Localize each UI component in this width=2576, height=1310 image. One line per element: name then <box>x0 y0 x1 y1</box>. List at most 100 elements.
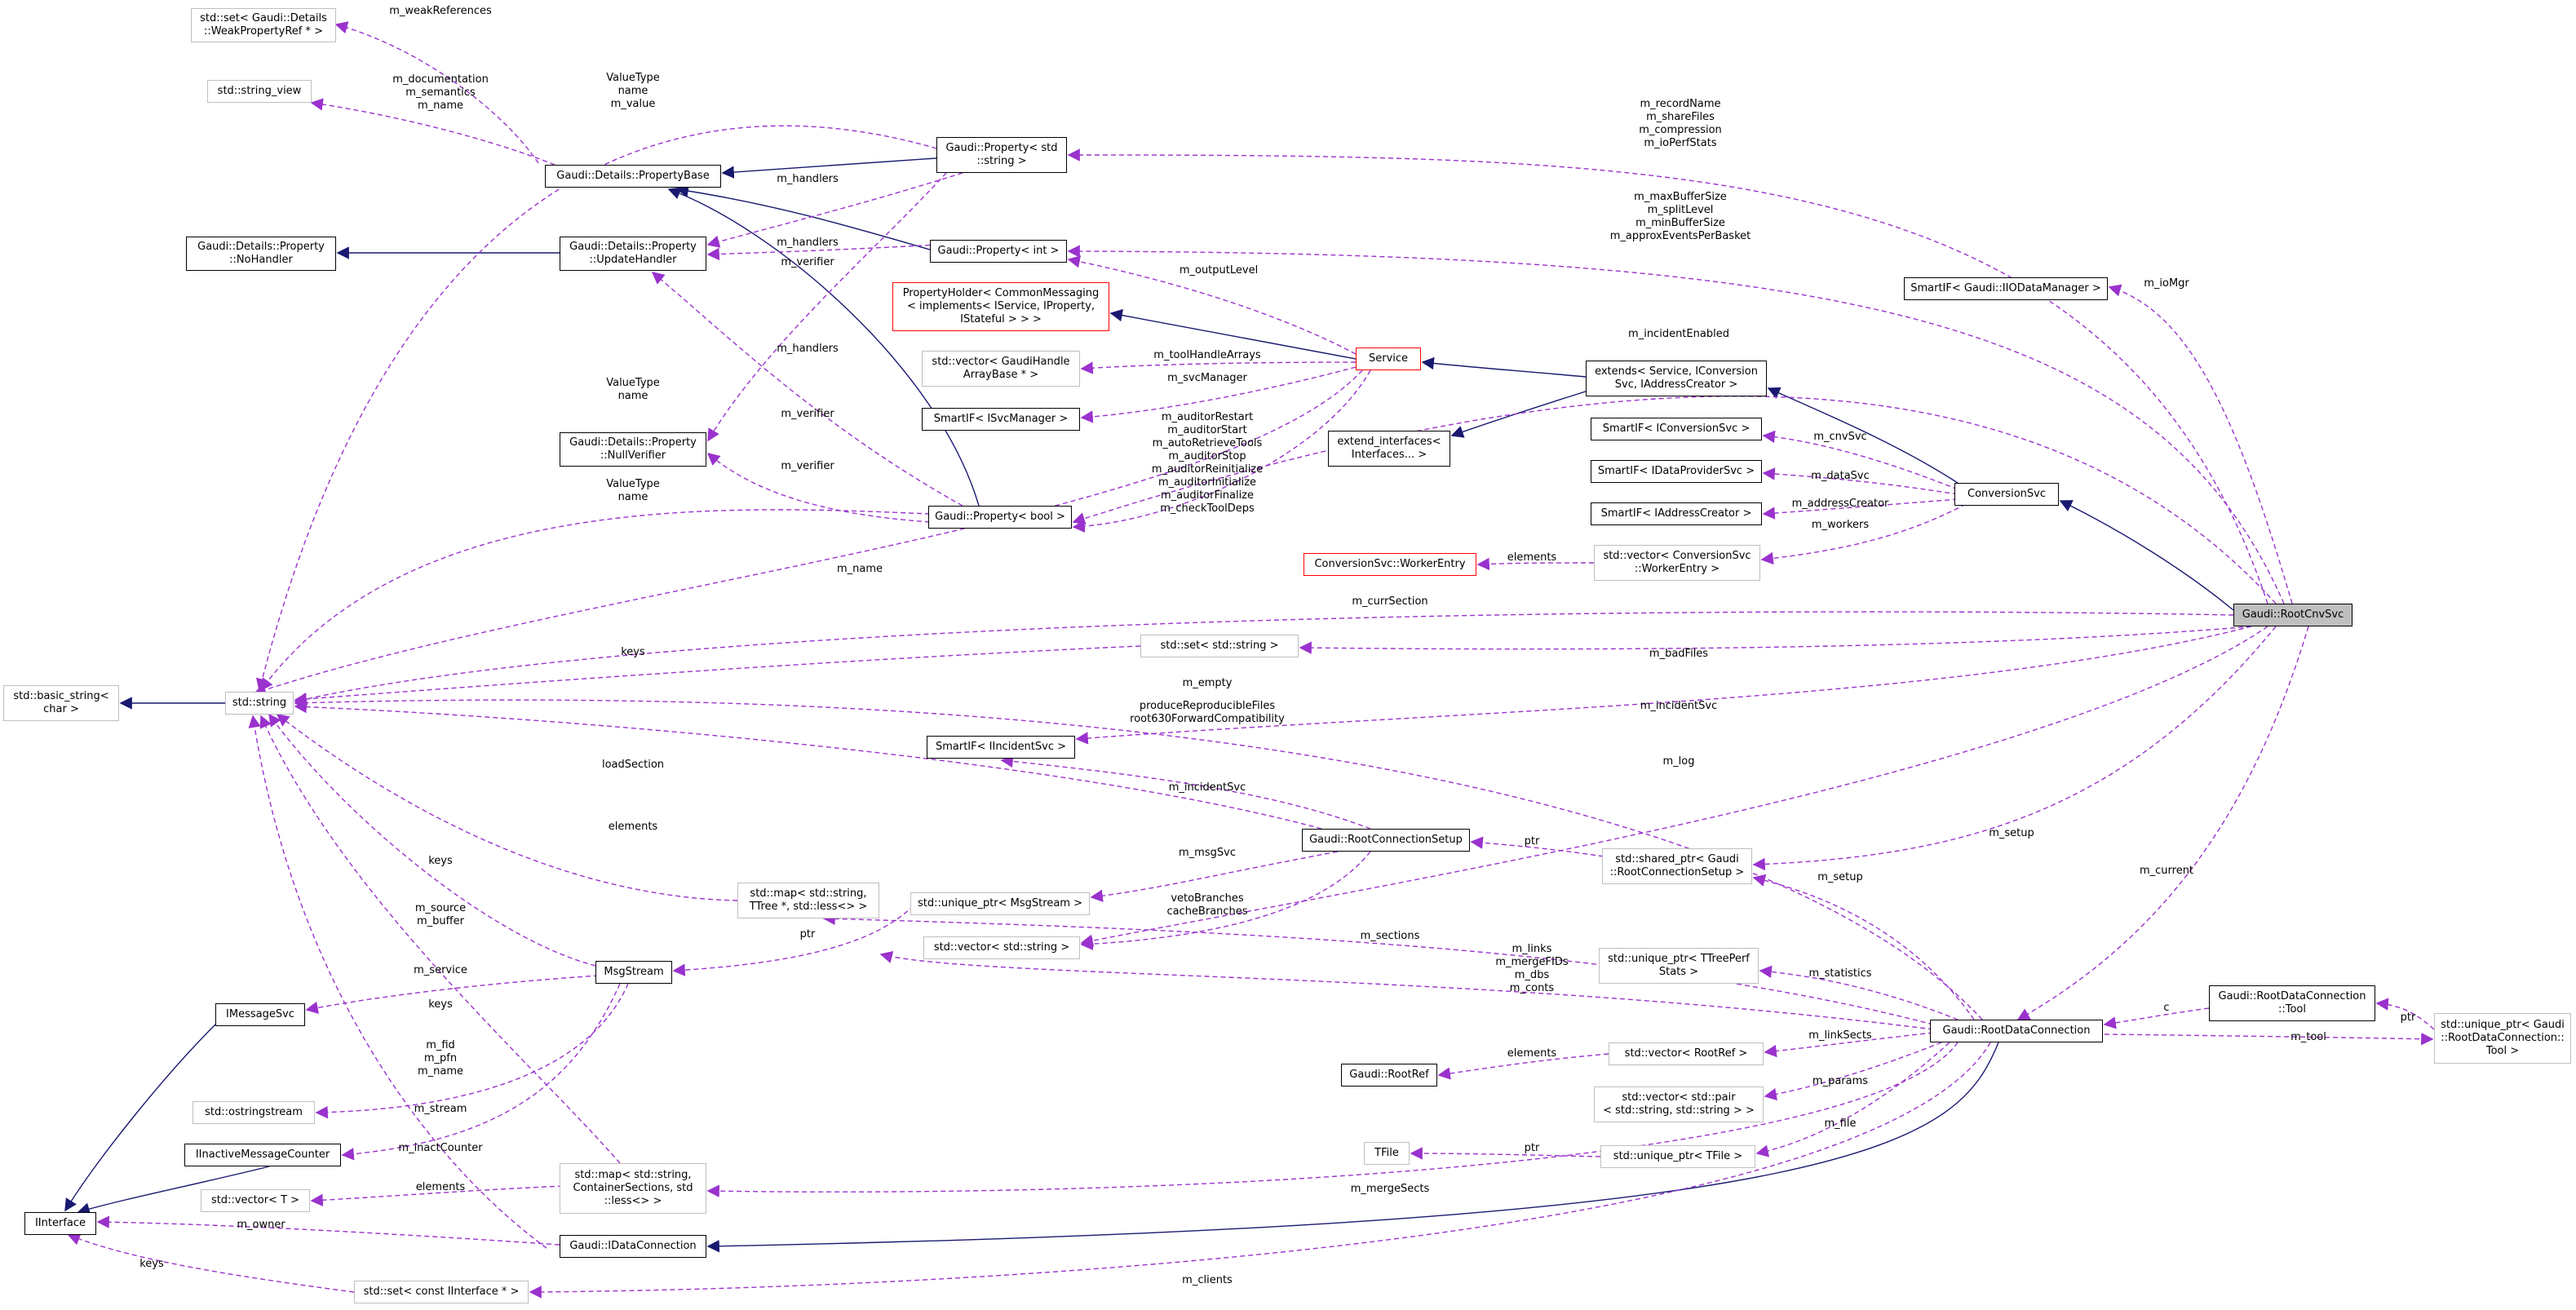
node-tfile[interactable]: TFile <box>1364 1142 1410 1165</box>
node-root-ref[interactable]: Gaudi::RootRef <box>1341 1064 1437 1087</box>
node-extends[interactable]: extends< Service, IConversion Svc, IAddr… <box>1586 361 1767 396</box>
usage-edge <box>1759 965 1959 1020</box>
edge-label: m_service <box>414 964 467 976</box>
usage-edge <box>294 700 1322 830</box>
node-inactive-counter[interactable]: IInactiveMessageCounter <box>184 1144 341 1166</box>
usage-edge <box>1764 1042 1942 1101</box>
node-vector-t[interactable]: std::vector< T > <box>201 1189 310 1212</box>
usage-edge <box>310 98 555 166</box>
node-no-handler[interactable]: Gaudi::Details::Property ::NoHandler <box>186 237 336 271</box>
node-vector-handle-array[interactable]: std::vector< GaudiHandle ArrayBase * > <box>922 351 1080 387</box>
node-ostringstream[interactable]: std::ostringstream <box>193 1101 315 1124</box>
edge-label: m_outputLevel <box>1179 264 1259 277</box>
usage-edge <box>1752 874 1975 1020</box>
node-unique-ptr-msgstream[interactable]: std::unique_ptr< MsgStream > <box>910 892 1090 915</box>
usage-edge <box>2104 1033 2434 1046</box>
inheritance-edge <box>1421 356 1587 378</box>
node-root-cnv-svc[interactable]: Gaudi::RootCnvSvc <box>2233 604 2352 626</box>
node-smartif-iaddresscreator[interactable]: SmartIF< IAddressCreator > <box>1591 502 1762 525</box>
edge-label: m_linkSects <box>1808 1029 1872 1042</box>
node-property-int[interactable]: Gaudi::Property< int > <box>930 240 1067 263</box>
node-vector-string[interactable]: std::vector< std::string > <box>923 936 1080 959</box>
node-vector-worker-entry[interactable]: std::vector< ConversionSvc ::WorkerEntry… <box>1594 545 1760 581</box>
edge-label: m_mergeSects <box>1350 1183 1430 1195</box>
node-smartif-iodatamanager[interactable]: SmartIF< Gaudi::IIODataManager > <box>1904 277 2108 300</box>
node-null-verifier[interactable]: Gaudi::Details::Property ::NullVerifier <box>560 432 706 467</box>
usage-edge <box>706 453 931 523</box>
node-rdc-tool[interactable]: Gaudi::RootDataConnection ::Tool <box>2209 985 2375 1021</box>
inheritance-edges <box>64 157 2234 1253</box>
edge-label: m_empty <box>1182 677 1233 689</box>
inheritance-edge <box>64 1024 216 1212</box>
node-service[interactable]: Service <box>1356 347 1421 370</box>
node-extend-interfaces[interactable]: extend_interfaces< Interfaces... > <box>1328 431 1450 467</box>
edge-label: m_msgSvc <box>1179 847 1236 859</box>
node-map-ttree[interactable]: std::map< std::string, TTree *, std::les… <box>737 883 879 918</box>
edge-label: m_currSection <box>1352 595 1428 608</box>
node-imessage-svc[interactable]: IMessageSvc <box>215 1003 305 1026</box>
edge-label: produceReproducibleFiles root630ForwardC… <box>1130 700 1285 725</box>
edge-label: elements <box>415 1181 466 1193</box>
node-shared-ptr-setup[interactable]: std::shared_ptr< Gaudi ::RootConnectionS… <box>1602 848 1752 884</box>
node-worker-entry[interactable]: ConversionSvc::WorkerEntry <box>1303 553 1476 576</box>
usage-edge <box>315 983 629 1119</box>
edge-label: m_incidentEnabled <box>1628 328 1729 340</box>
node-vector-pair[interactable]: std::vector< std::pair < std::string, st… <box>1594 1087 1764 1122</box>
node-root-data-connection[interactable]: Gaudi::RootDataConnection <box>1930 1020 2103 1042</box>
usage-edge <box>1470 836 1604 857</box>
inheritance-edge <box>667 187 980 507</box>
edge-label: m_verifier <box>781 408 834 420</box>
usage-edge <box>1476 557 1595 571</box>
node-msg-stream[interactable]: MsgStream <box>595 961 672 984</box>
edge-label: m_sections <box>1360 930 1420 942</box>
node-conversion-svc[interactable]: ConversionSvc <box>1954 483 2059 506</box>
edge-label: m_setup <box>1989 827 2034 839</box>
usage-edge <box>1072 396 2277 604</box>
edge-label: m_name <box>836 563 883 575</box>
edge-label: m_toolHandleArrays <box>1153 349 1261 361</box>
node-property-string[interactable]: Gaudi::Property< std ::string > <box>936 137 1067 173</box>
edge-label: loadSection <box>601 759 665 771</box>
edge-label: keys <box>621 646 645 658</box>
node-smartif-idataprovidersvc[interactable]: SmartIF< IDataProviderSvc > <box>1591 460 1762 483</box>
usage-edge <box>1080 626 2268 947</box>
node-weak-property-ref[interactable]: std::set< Gaudi::Details ::WeakPropertyR… <box>191 8 336 42</box>
node-set-iinterface[interactable]: std::set< const IInterface * > <box>354 1281 529 1303</box>
node-update-handler[interactable]: Gaudi::Details::Property ::UpdateHandler <box>560 237 706 271</box>
edge-label: m_auditorRestart m_auditorStart m_autoRe… <box>1151 411 1264 515</box>
node-unique-ptr-tfile[interactable]: std::unique_ptr< TFile > <box>1600 1145 1755 1168</box>
node-string-view[interactable]: std::string_view <box>207 80 312 103</box>
edge-label: m_file <box>1824 1117 1857 1130</box>
node-unique-ptr-ttreeperf[interactable]: std::unique_ptr< TTreePerf Stats > <box>1599 948 1759 984</box>
node-std-string[interactable]: std::string <box>225 692 294 715</box>
node-smartif-iincidentsvc[interactable]: SmartIF< IIncidentSvc > <box>927 736 1075 759</box>
node-map-container[interactable]: std::map< std::string, ContainerSections… <box>560 1163 706 1214</box>
usage-edge <box>2375 998 2435 1030</box>
node-property-holder[interactable]: PropertyHolder< CommonMessaging < implem… <box>892 282 1109 331</box>
edge-label: m_log <box>1662 755 1695 768</box>
edge-label: ptr <box>2400 1011 2416 1024</box>
usage-edge <box>651 272 963 507</box>
usage-edge <box>310 1185 564 1206</box>
usage-edge <box>2103 1007 2210 1029</box>
node-property-bool[interactable]: Gaudi::Property< bool > <box>928 506 1072 529</box>
node-set-string[interactable]: std::set< std::string > <box>1140 635 1299 657</box>
node-idata-connection[interactable]: Gaudi::IDataConnection <box>560 1235 706 1258</box>
edge-label: vetoBranches cacheBranches <box>1166 892 1248 918</box>
edge-label: m_addressCreator <box>1791 498 1889 510</box>
usage-edge <box>253 370 1363 696</box>
node-property-base[interactable]: Gaudi::Details::PropertyBase <box>545 165 721 188</box>
usage-edge <box>1760 503 1967 565</box>
node-smartif-iconversionsvc[interactable]: SmartIF< IConversionSvc > <box>1591 418 1762 440</box>
node-iinterface[interactable]: IInterface <box>24 1212 96 1235</box>
node-root-connection-setup[interactable]: Gaudi::RootConnectionSetup <box>1302 829 1470 852</box>
node-basic-string[interactable]: std::basic_string< char > <box>3 685 119 721</box>
edge-label: m_source m_buffer <box>414 902 467 927</box>
node-unique-ptr-tool[interactable]: std::unique_ptr< Gaudi ::RootDataConnect… <box>2434 1013 2571 1064</box>
node-vector-rootref[interactable]: std::vector< RootRef > <box>1609 1042 1764 1065</box>
node-smartif-isvcmanager[interactable]: SmartIF< ISvcManager > <box>922 408 1080 431</box>
edge-label: m_workers <box>1811 519 1870 531</box>
edge-label: m_incidentSvc <box>1168 781 1246 794</box>
edge-label: m_handlers <box>777 173 839 185</box>
